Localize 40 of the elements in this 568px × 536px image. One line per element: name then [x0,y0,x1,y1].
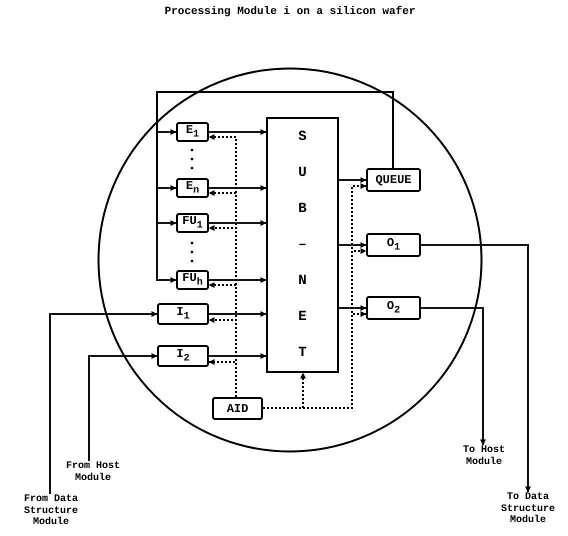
arrow [209,353,266,359]
arrow [49,311,158,494]
box-label: QUEUE [375,173,412,187]
subnet-box [266,117,339,373]
box-label: E$_{n}$ [186,179,200,197]
arrow [421,244,531,492]
diagram-title: Processing Module i on a silicon wafer [164,6,416,18]
wafer-circle [97,67,483,453]
arrow [88,353,158,461]
arrow [339,305,366,311]
arrow [209,129,266,135]
unit-box [157,303,209,325]
unit-box [176,122,209,142]
unit-box [366,296,421,320]
unit-box [366,233,421,257]
arrow [209,277,266,283]
unit-box [176,270,209,290]
unit-box [366,168,421,192]
arrow [339,177,366,183]
dotted-connector [208,359,237,397]
box-label: FU$_{1}$ [182,214,203,232]
box-label: S U B – N E T [297,128,308,363]
box-label: O$_{2}$ [386,299,400,317]
arrow [209,185,266,191]
box-label: I$_{2}$ [176,347,190,365]
unit-box [157,345,209,367]
unit-box [176,178,209,198]
box-label: O$_{1}$ [386,236,400,254]
box-label: E$_{1}$ [186,123,200,141]
arrow [209,311,266,317]
arrow [209,220,266,226]
arrow [339,242,366,248]
box-label: AID [226,402,248,416]
arrow [156,91,394,283]
dotted-connector [263,311,366,409]
arrow [421,307,486,446]
box-label: FU$_{h}$ [182,271,203,289]
unit-box [176,213,209,233]
unit-box [212,397,263,420]
box-label: I$_{1}$ [176,305,190,323]
